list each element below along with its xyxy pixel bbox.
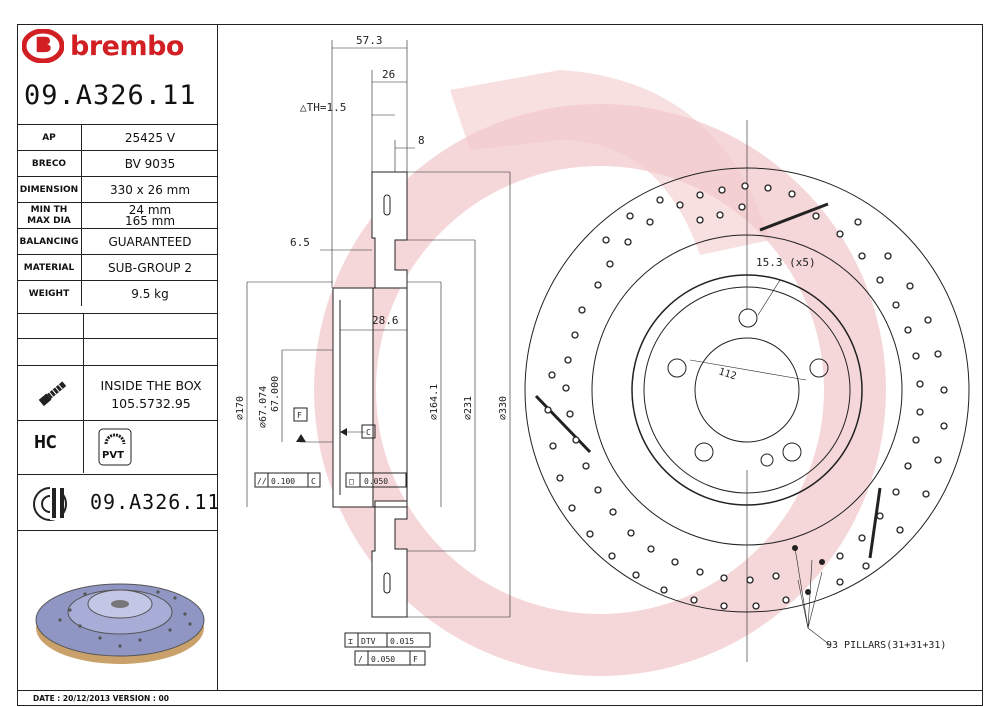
svg-text:/: /: [358, 655, 363, 664]
datum-f: F: [297, 411, 302, 420]
dim-8: 8: [418, 134, 425, 147]
bolt-hole: [809, 358, 829, 378]
divider: [17, 474, 218, 475]
spec-value: 330 x 26 mm: [81, 176, 218, 203]
section-outer-lower: [371, 500, 408, 618]
screw-icon: [38, 381, 67, 407]
bolt-hole: [694, 442, 714, 462]
spec-key-line2: MAX DIA: [27, 215, 71, 226]
dim-hole: 15.3 (x5): [756, 256, 816, 269]
bolt-hole: [667, 358, 687, 378]
dim-th: △TH=1.5: [300, 101, 346, 114]
divider: [17, 420, 218, 421]
pillars-label: 93 PILLARS(31+31+31): [826, 640, 946, 651]
section-outer-upper: [371, 171, 408, 289]
tol-flatness: 0.050: [364, 477, 388, 486]
bottom-part-number: 09.A326.11: [90, 490, 221, 514]
bolt-hole: [738, 308, 758, 328]
locating-hole: [760, 453, 774, 467]
svg-text:⌶: ⌶: [348, 637, 353, 646]
center-bore: [694, 337, 800, 443]
dim-dia-330: ∅330: [498, 396, 509, 420]
tol-runout: 0.100: [271, 477, 295, 486]
dim-57-3: 57.3: [356, 34, 383, 47]
divider: [17, 365, 218, 366]
dtv-value: 0.015: [390, 637, 414, 646]
flat-value: 0.050: [371, 655, 395, 664]
disc-cross-section-icon: [33, 486, 67, 521]
spec-key: MATERIAL: [17, 254, 82, 281]
drilled-holes: [544, 182, 948, 610]
datum-c: C: [366, 428, 371, 437]
hat-inner: [643, 286, 851, 494]
dim-26: 26: [382, 68, 395, 81]
pvt-label: PVT: [102, 450, 124, 461]
spec-panel: [17, 24, 218, 690]
tol-runout-ref: C: [311, 477, 316, 486]
spec-value: GUARANTEED: [81, 228, 218, 255]
dim-dia-231: ∅231: [463, 396, 474, 420]
spec-value: BV 9035: [81, 150, 218, 177]
spec-key: WEIGHT: [17, 280, 82, 306]
dim-6-5: 6.5: [290, 236, 310, 249]
spec-value-line1: 24 mm: [128, 202, 172, 217]
divider: [17, 338, 218, 339]
divider: [17, 530, 218, 531]
spec-value: 9.5 kg: [81, 280, 218, 306]
part-number: 09.A326.11: [24, 80, 197, 111]
divider: [17, 313, 218, 314]
svg-text:□: □: [349, 477, 354, 486]
pvt-icon: [98, 428, 132, 466]
disc-product-image: [35, 583, 205, 664]
dim-dia-164-1: ∅164.1: [429, 384, 440, 420]
spec-key: AP: [17, 124, 82, 151]
spec-key: BRECO: [17, 150, 82, 177]
pillar-markers: [792, 545, 825, 595]
spec-value: 25425 V: [81, 124, 218, 151]
datum-c-arrow: [340, 428, 347, 436]
datum-f-arrow: [296, 434, 306, 442]
inside-box-title: INSIDE THE BOX: [100, 378, 202, 393]
dim-dia-67-000: 67.000: [270, 376, 281, 412]
dim-dia-170: ∅170: [235, 396, 246, 420]
svg-text://: //: [257, 477, 267, 486]
brembo-logo-icon: [22, 29, 64, 63]
dtv-label: DTV: [361, 637, 376, 646]
inside-box-part: 105.5732.95: [111, 396, 191, 411]
dim-dia-112: 112: [717, 366, 738, 382]
flat-ref: F: [413, 655, 418, 664]
bolt-hole: [782, 442, 802, 462]
brand-name: brembo: [70, 30, 184, 62]
spec-key: DIMENSION: [17, 176, 82, 203]
spec-value-line2: 165 mm: [124, 213, 176, 228]
dim-28-6: 28.6: [372, 314, 399, 327]
footer: DATE : 20/12/2013 VERSION : 00: [17, 690, 983, 706]
divider: [83, 313, 84, 473]
spec-key-line1: MIN TH: [30, 204, 68, 215]
hat-section: [332, 287, 374, 508]
brembo-logo: brembo: [22, 26, 184, 66]
hc-badge: HC: [34, 432, 57, 453]
dim-dia-67-074: ∅67.074: [258, 386, 269, 428]
spec-value: SUB-GROUP 2: [81, 254, 218, 281]
spec-key: BALANCING: [17, 228, 82, 255]
